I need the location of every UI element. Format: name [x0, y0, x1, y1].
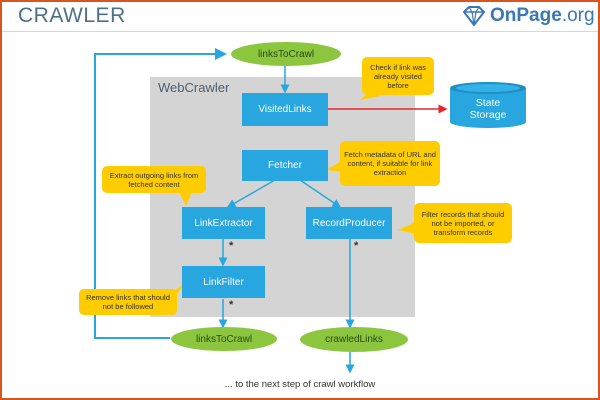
onpage-logo: OnPage.org [462, 5, 595, 27]
multiplicity-star-extractor: * [229, 240, 234, 252]
multiplicity-star-filter: * [229, 299, 234, 311]
oval-crawled-links: crawledLinks [300, 327, 408, 352]
logo-wordmark: OnPage.org [490, 5, 595, 27]
note-tail-extract [178, 190, 192, 206]
diamond-icon [462, 6, 486, 27]
loop-arrow [94, 48, 227, 339]
note-remove-links: Remove links that should not be followed [79, 289, 177, 315]
note-fetch-metadata: Fetch metadata of URL and content, if su… [340, 141, 440, 186]
page-title: CRAWLER [18, 4, 126, 27]
node-visited-links: VisitedLinks [242, 93, 328, 126]
oval-links-to-crawl-bottom: linksToCrawl [171, 327, 277, 351]
header-divider [2, 31, 598, 32]
note-visited-check: Check if link was already visited before [362, 57, 434, 95]
footer-caption: ... to the next step of crawl workflow [224, 379, 376, 390]
node-link-extractor: LinkExtractor [182, 207, 265, 239]
note-filter-records: Filter records that should not be import… [414, 203, 512, 243]
oval-links-to-crawl-top: linksToCrawl [231, 42, 341, 66]
state-storage-line2: Storage [469, 109, 507, 121]
node-link-filter: LinkFilter [182, 266, 265, 298]
arrow-fetcher-recordproducer [299, 179, 342, 208]
note-extract-links: Extract outgoing links from fetched cont… [102, 166, 206, 193]
logo-suffix: .org [561, 5, 595, 26]
multiplicity-star-producer: * [354, 240, 359, 252]
state-storage-cylinder [450, 82, 526, 128]
webcrawler-label: WebCrawler [158, 80, 230, 95]
state-storage-line1: State [475, 97, 501, 109]
note-tail-filter [398, 222, 416, 234]
arrow-fetcher-linkextractor [226, 179, 276, 208]
node-record-producer: RecordProducer [306, 207, 392, 239]
logo-brand: OnPage [490, 5, 562, 26]
node-fetcher: Fetcher [242, 150, 328, 181]
